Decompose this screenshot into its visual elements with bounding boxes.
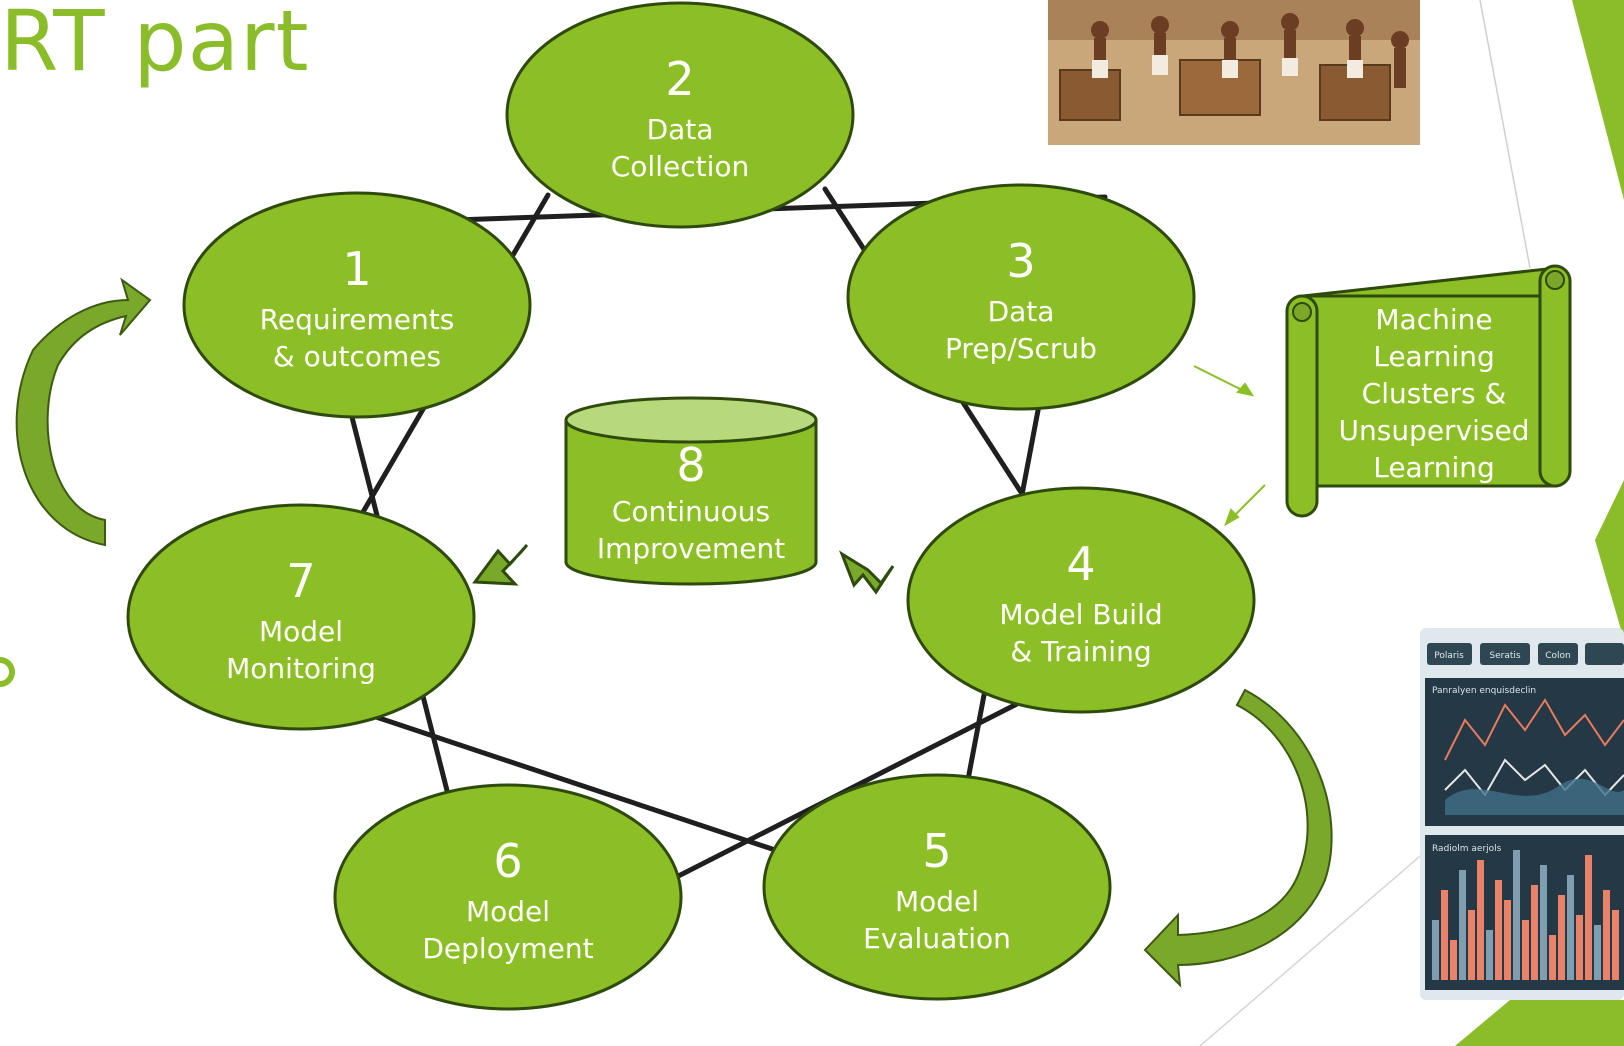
thumb-panel2-title: Radiolm aerjols bbox=[1432, 844, 1502, 854]
node-label-line: Collection bbox=[611, 150, 750, 183]
thumb-bar bbox=[1585, 855, 1592, 980]
node-label-line: Model Build bbox=[999, 598, 1162, 631]
thumb-bar bbox=[1441, 890, 1448, 980]
loop-arrow-right bbox=[1143, 688, 1333, 988]
center-label-line-1: Continuous bbox=[612, 495, 770, 528]
thumb-bar bbox=[1477, 860, 1484, 980]
node-number: 1 bbox=[342, 242, 371, 296]
node-label-line: & Training bbox=[1010, 635, 1151, 668]
workers-photo bbox=[1048, 0, 1420, 145]
thumb-bar bbox=[1459, 870, 1466, 980]
thumb-bar bbox=[1450, 940, 1457, 980]
node-ellipse bbox=[182, 191, 532, 419]
arrow-into-continuous-improvement bbox=[838, 550, 895, 595]
thumb-button-1: Polaris bbox=[1434, 651, 1464, 661]
scroll-note-line-1: Machine bbox=[1375, 303, 1492, 336]
node-ellipse bbox=[846, 183, 1196, 411]
thumb-bar bbox=[1468, 910, 1475, 980]
continuous-improvement-database[interactable]: 8 Continuous Improvement bbox=[564, 396, 818, 586]
node-label-line: Data bbox=[988, 295, 1055, 328]
node-label-line: Model bbox=[259, 615, 343, 648]
thumb-bar bbox=[1486, 930, 1493, 980]
thumb-bar bbox=[1576, 915, 1583, 980]
thumb-panel1-title: Panralyen enquisdeclin bbox=[1432, 686, 1536, 696]
loop-arrow-left bbox=[15, 277, 152, 547]
node-label-line: & outcomes bbox=[273, 340, 441, 373]
node-label-line: Model bbox=[895, 885, 979, 918]
arrow-into-model-monitoring bbox=[472, 543, 529, 586]
node-ellipse bbox=[505, 1, 855, 229]
thumb-bar bbox=[1603, 890, 1610, 980]
thumb-bar bbox=[1504, 900, 1511, 980]
thumb-bar bbox=[1531, 885, 1538, 980]
partial-icon-left bbox=[0, 657, 15, 687]
node-number: 2 bbox=[665, 52, 694, 106]
node-ellipse bbox=[762, 773, 1112, 1001]
scroll-note-line-4: Unsupervised bbox=[1338, 414, 1529, 447]
slide-title: RT part bbox=[0, 0, 310, 90]
thumb-bar bbox=[1594, 925, 1601, 980]
node-number: 5 bbox=[922, 824, 951, 878]
thumb-button-3: Colon bbox=[1545, 651, 1571, 661]
node-label-line: Monitoring bbox=[226, 652, 376, 685]
thumb-bar bbox=[1612, 910, 1619, 980]
thumb-bar bbox=[1513, 850, 1520, 980]
node-label-line: Evaluation bbox=[863, 922, 1011, 955]
thumb-bar bbox=[1495, 880, 1502, 980]
node-label-line: Deployment bbox=[422, 932, 593, 965]
node-label-line: Prep/Scrub bbox=[945, 332, 1097, 365]
node-number: 4 bbox=[1066, 537, 1095, 591]
scroll-note-line-2: Learning bbox=[1373, 340, 1495, 373]
thumb-button-2: Seratis bbox=[1489, 651, 1520, 661]
scroll-note-line-5: Learning bbox=[1373, 451, 1495, 484]
thin-arrows bbox=[1193, 365, 1266, 527]
center-label-line-2: Improvement bbox=[597, 532, 785, 565]
thumb-bar bbox=[1522, 920, 1529, 980]
thumb-bar bbox=[1540, 865, 1547, 980]
thumb-bar bbox=[1432, 920, 1439, 980]
node-ellipse bbox=[333, 783, 683, 1011]
node-label-line: Data bbox=[647, 113, 714, 146]
thumb-bar bbox=[1567, 875, 1574, 980]
thumb-bar bbox=[1558, 895, 1565, 980]
node-number: 7 bbox=[286, 554, 315, 608]
center-number: 8 bbox=[676, 438, 705, 492]
node-number: 6 bbox=[493, 834, 522, 888]
node-number: 3 bbox=[1006, 234, 1035, 288]
thumb-bar bbox=[1549, 935, 1556, 980]
node-label-line: Requirements bbox=[260, 303, 455, 336]
ml-clusters-scroll-note: Machine Learning Clusters & Unsupervised… bbox=[1285, 264, 1572, 518]
scroll-note-line-3: Clusters & bbox=[1362, 377, 1507, 410]
node-ellipse bbox=[906, 486, 1256, 714]
node-label-line: Model bbox=[466, 895, 550, 928]
node-ellipse bbox=[126, 503, 476, 731]
dashboard-thumbnail: Polaris Seratis Colon Panralyen enquisde… bbox=[1420, 628, 1624, 1000]
